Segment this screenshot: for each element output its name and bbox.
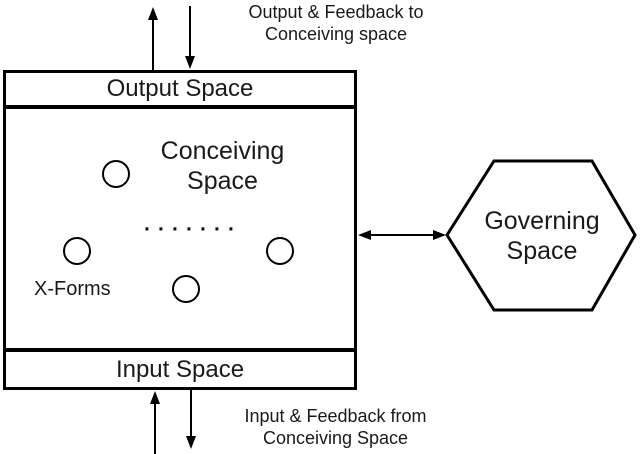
- governing-space-label-line2: Space: [506, 237, 578, 265]
- governing-space-hexagon: [445, 159, 637, 312]
- x-form-circle: [266, 237, 294, 265]
- feedback-down-arrow-bottom: [186, 389, 196, 449]
- conceiving-space-box: Output Space Input Space: [3, 70, 357, 390]
- conceiving-space-label-line1: Conceiving: [160, 137, 285, 165]
- governing-space-label-line1: Governing: [484, 207, 600, 235]
- governing-double-arrow: [358, 230, 446, 240]
- governing-space-label: Governing Space: [462, 206, 622, 266]
- top-annotation-line2: Conceiving space: [264, 24, 408, 44]
- input-space-band: Input Space: [6, 348, 354, 387]
- bottom-annotation-line1: Input & Feedback from: [244, 406, 427, 426]
- output-up-arrow: [148, 7, 158, 70]
- bottom-annotation: Input & Feedback from Conceiving Space: [233, 405, 438, 449]
- bottom-annotation-line2: Conceiving Space: [262, 428, 409, 448]
- top-annotation: Output & Feedback to Conceiving space: [236, 1, 436, 45]
- x-form-circle: [172, 275, 200, 303]
- x-form-circle: [102, 160, 130, 188]
- x-form-circle: [63, 237, 91, 265]
- top-annotation-line1: Output & Feedback to: [248, 2, 424, 22]
- feedback-down-arrow-top: [185, 6, 195, 69]
- input-space-label: Input Space: [115, 355, 245, 383]
- conceiving-space-label-line2: Space: [187, 167, 258, 195]
- output-space-band: Output Space: [6, 73, 354, 109]
- xforms-label: X-Forms: [34, 278, 111, 300]
- conceiving-space-label: Conceiving Space: [150, 136, 295, 196]
- output-space-label: Output Space: [106, 75, 254, 102]
- input-up-arrow: [150, 391, 160, 454]
- ellipsis-dots: ·······: [144, 218, 242, 241]
